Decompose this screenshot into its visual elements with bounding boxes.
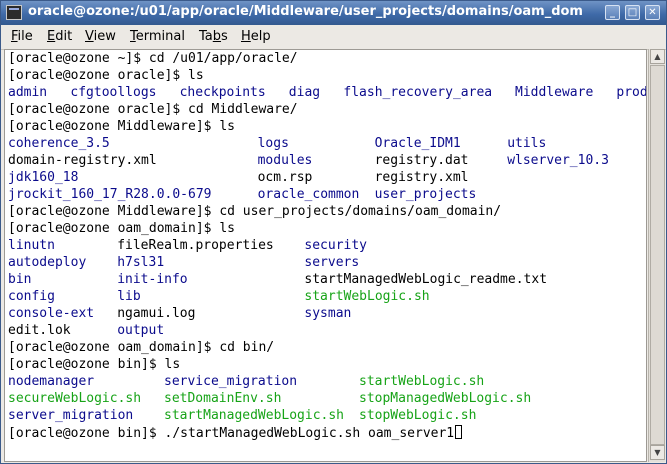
terminal-line: bin init-info startManagedWebLogic_readme.…: [8, 272, 644, 289]
terminal-text: domain-registry.xml: [8, 153, 157, 168]
terminal-text: [oracle@ozone oracle]$ cd Middleware/: [8, 102, 298, 117]
terminal-text: registry.xml: [374, 170, 469, 185]
terminal-line: [oracle@ozone Middleware]$ ls: [8, 119, 644, 136]
menu-tabs[interactable]: Tabs: [199, 29, 228, 44]
executable-entry: setDomainEnv.sh: [164, 391, 282, 406]
terminal-line: domain-registry.xml modules registry.dat wl…: [8, 153, 644, 170]
terminal-text: [oracle@ozone oam_domain]$ cd bin/: [8, 340, 275, 355]
terminal-text: [oracle@ozone bin]$ ./startManagedWebLog…: [8, 425, 463, 441]
terminal-line: config lib startWebLogic.sh: [8, 289, 644, 306]
terminal-line: console-ext ngamui.log sysman: [8, 306, 644, 323]
terminal-line: [oracle@ozone Middleware]$ cd user_proje…: [8, 204, 644, 221]
directory-entry: utils: [507, 136, 547, 151]
directory-entry: checkpoints: [179, 85, 266, 100]
title-bar[interactable]: oracle@ozone:/u01/app/oracle/Middleware/…: [1, 1, 666, 25]
directory-entry: h7sl31: [117, 255, 165, 270]
directory-entry: security: [304, 238, 368, 253]
menu-edit[interactable]: Edit: [47, 29, 73, 44]
directory-entry: servers: [304, 255, 360, 270]
menu-view[interactable]: View: [85, 29, 116, 44]
directory-entry: console-ext: [8, 306, 95, 321]
terminal-text: fileRealm.properties: [117, 238, 274, 253]
terminal-text: ngamui.log: [117, 306, 196, 321]
directory-entry: sysman: [304, 306, 352, 321]
directory-entry: oracle_common: [257, 187, 360, 202]
window-title: oracle@ozone:/u01/app/oracle/Middleware/…: [28, 4, 583, 19]
terminal-line: [oracle@ozone oracle]$ cd Middleware/: [8, 102, 644, 119]
terminal-text: [oracle@ozone Middleware]$ cd user_proje…: [8, 204, 502, 219]
directory-entry: product: [616, 85, 647, 100]
scrollbar-thumb[interactable]: [650, 65, 665, 445]
close-button[interactable]: ✕: [645, 5, 660, 20]
terminal-text: [oracle@ozone oracle]$ ls: [8, 68, 204, 83]
terminal-line: edit.lok output: [8, 323, 644, 340]
terminal-text: [oracle@ozone oam_domain]$ ls: [8, 221, 235, 236]
scroll-up-arrow-icon[interactable]: ▲: [650, 49, 665, 64]
terminal-line: [oracle@ozone oam_domain]$ ls: [8, 221, 644, 238]
menu-terminal[interactable]: Terminal: [130, 29, 185, 44]
vertical-scrollbar[interactable]: ▲ ▼: [648, 49, 665, 462]
directory-entry: bin: [8, 272, 32, 287]
executable-entry: startManagedWebLogic.sh: [164, 408, 345, 423]
directory-entry: jrockit_160_17_R28.0.0-679: [8, 187, 212, 202]
directory-entry: cfgtoollogs: [70, 85, 157, 100]
directory-entry: init-info: [117, 272, 188, 287]
terminal-text: [oracle@ozone ~]$ cd /u01/app/oracle/: [8, 51, 298, 66]
terminal-text: startManagedWebLogic_readme.txt: [304, 272, 548, 287]
directory-entry: wlserver_10.3: [507, 153, 609, 168]
directory-entry: server_migration: [8, 408, 134, 423]
directory-entry: linutn: [8, 238, 55, 253]
executable-entry: startWebLogic.sh: [359, 374, 485, 389]
directory-entry: autodeploy: [8, 255, 87, 270]
maximize-button[interactable]: □: [625, 5, 640, 20]
directory-entry: modules: [257, 153, 313, 168]
text-cursor: [455, 425, 463, 439]
directory-entry: user_projects: [374, 187, 477, 202]
menu-file[interactable]: File: [11, 29, 33, 44]
directory-entry: output: [117, 323, 165, 338]
directory-entry: diag: [288, 85, 321, 100]
terminal-line: secureWebLogic.sh setDomainEnv.sh stopMana…: [8, 391, 644, 408]
terminal-app-icon: [6, 5, 22, 20]
directory-entry: admin: [8, 85, 48, 100]
scroll-down-arrow-icon[interactable]: ▼: [650, 445, 665, 460]
terminal-line: autodeploy h7sl31 servers: [8, 255, 644, 272]
terminal-text: ocm.rsp: [257, 170, 313, 185]
terminal-line: linutn fileRealm.properties security: [8, 238, 644, 255]
directory-entry: lib: [117, 289, 141, 304]
executable-entry: stopManagedWebLogic.sh: [359, 391, 532, 406]
terminal-line: [oracle@ozone bin]$ ls: [8, 357, 644, 374]
menu-bar: File Edit View Terminal Tabs Help: [1, 25, 666, 50]
executable-entry: secureWebLogic.sh: [8, 391, 142, 406]
terminal-line: server_migration startManagedWebLogic.sh s…: [8, 408, 644, 425]
executable-entry: stopWebLogic.sh: [359, 408, 477, 423]
terminal-line: [oracle@ozone oracle]$ ls: [8, 68, 644, 85]
terminal-line: coherence_3.5 logs Oracle_IDM1 utils: [8, 136, 644, 153]
terminal-text: edit.lok: [8, 323, 71, 338]
minimize-button[interactable]: _: [605, 5, 620, 20]
terminal-text: registry.dat: [374, 153, 469, 168]
directory-entry: logs: [257, 136, 289, 151]
directory-entry: Oracle_IDM1: [374, 136, 461, 151]
terminal-line: [oracle@ozone bin]$ ./startManagedWebLog…: [8, 425, 644, 442]
directory-entry: Middleware: [515, 85, 594, 100]
directory-entry: jdk160_18: [8, 170, 79, 185]
terminal-output[interactable]: [oracle@ozone ~]$ cd /u01/app/oracle/ [or…: [4, 49, 647, 462]
directory-entry: service_migration: [164, 374, 298, 389]
terminal-line: [oracle@ozone oam_domain]$ cd bin/: [8, 340, 644, 357]
terminal-line: jdk160_18 ocm.rsp registry.xml: [8, 170, 644, 187]
terminal-line: [oracle@ozone ~]$ cd /u01/app/oracle/: [8, 51, 644, 68]
terminal-text: [oracle@ozone Middleware]$ ls: [8, 119, 235, 134]
directory-entry: nodemanager: [8, 374, 95, 389]
terminal-text: [oracle@ozone bin]$ ls: [8, 357, 181, 372]
terminal-line: admin cfgtoollogs checkpoints diag flash_rec…: [8, 85, 647, 102]
directory-entry: config: [8, 289, 55, 304]
directory-entry: flash_recovery_area: [343, 85, 493, 100]
menu-help[interactable]: Help: [241, 29, 271, 44]
terminal-line: nodemanager service_migration startWebLogi…: [8, 374, 644, 391]
directory-entry: coherence_3.5: [8, 136, 110, 151]
terminal-line: jrockit_160_17_R28.0.0-679 oracle_common u…: [8, 187, 644, 204]
executable-entry: startWebLogic.sh: [304, 289, 430, 304]
